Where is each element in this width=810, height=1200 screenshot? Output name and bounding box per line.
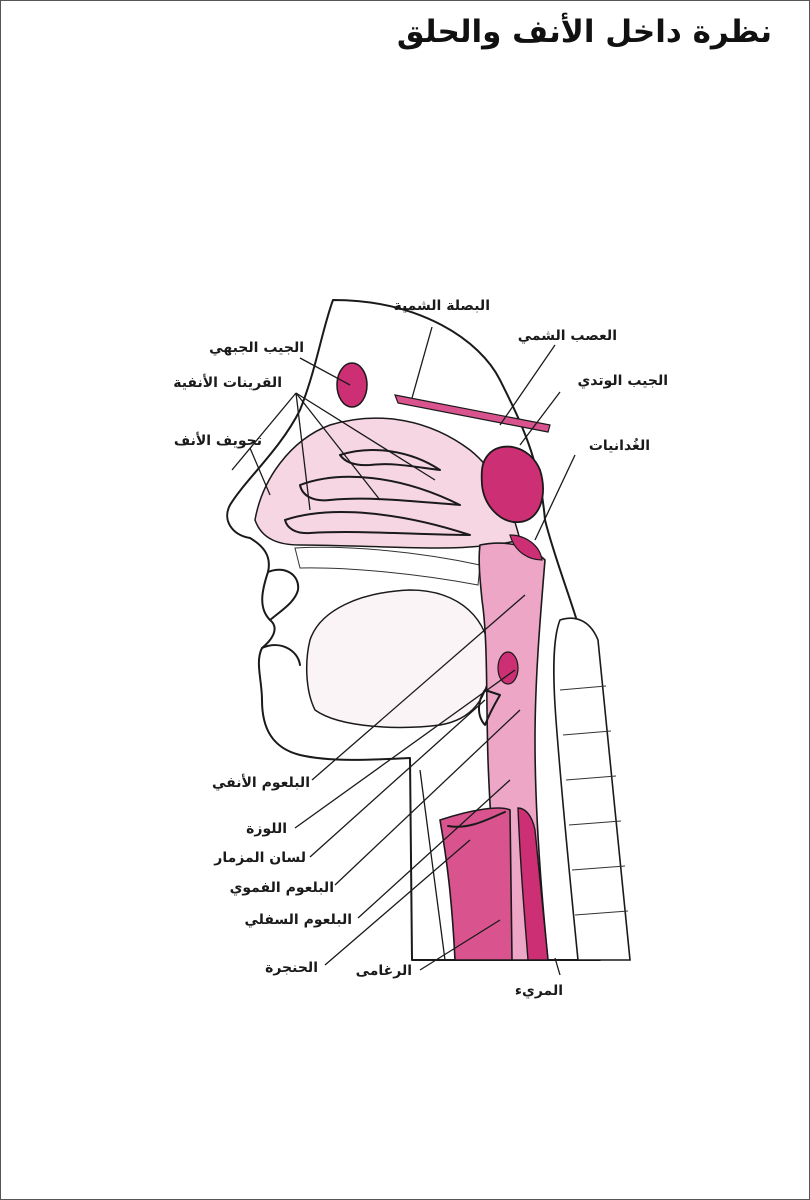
labels: البصلة الشمية العصب الشمي الجيب الجبهي ا… xyxy=(173,298,668,1000)
spine xyxy=(553,617,631,961)
sphenoid-sinus-shape xyxy=(480,445,544,523)
page-title: نظرة داخل الأنف والحلق xyxy=(396,14,772,50)
larynx-trachea xyxy=(439,807,513,961)
adenoid-shape xyxy=(509,534,543,561)
label-olfactory-nerve: العصب الشمي xyxy=(518,328,617,344)
label-tonsil: اللوزة xyxy=(246,821,287,837)
label-nasopharynx: البلعوم الأنفي xyxy=(212,774,310,791)
label-epiglottis: لسان المزمار xyxy=(213,850,306,866)
olfactory-band xyxy=(394,394,551,433)
vertebrae xyxy=(559,685,629,916)
leader-lines xyxy=(231,326,576,976)
label-larynx: الحنجرة xyxy=(265,960,318,976)
label-nasal-cavity: تجويف الأنف xyxy=(174,432,262,449)
tongue xyxy=(305,589,491,729)
epiglottis-shape xyxy=(478,689,501,726)
tonsil-shape xyxy=(497,651,519,685)
frontal-sinus-shape xyxy=(336,362,368,408)
label-laryngopharynx: البلعوم السفلي xyxy=(244,912,352,928)
concha-middle xyxy=(299,475,461,506)
esophagus-shape xyxy=(517,807,549,961)
palate xyxy=(294,546,481,586)
label-olfactory-bulb: البصلة الشمية xyxy=(393,298,490,314)
label-nasal-conchae: القرينات الأنفية xyxy=(173,374,282,391)
label-adenoids: الغُدانيات xyxy=(589,438,650,454)
label-oropharynx: البلعوم الفموي xyxy=(230,880,334,897)
lips xyxy=(261,568,301,666)
concha-superior xyxy=(339,449,441,471)
label-trachea: الرغامى xyxy=(356,963,412,979)
label-frontal-sinus: الجيب الجبهي xyxy=(209,340,304,356)
label-esophagus: المريء xyxy=(515,983,563,1000)
concha-inferior xyxy=(284,511,471,536)
nasal-cavity-region xyxy=(254,417,521,549)
larynx-fold xyxy=(447,811,506,828)
label-sphenoid-sinus: الجيب الوتدي xyxy=(577,373,668,390)
